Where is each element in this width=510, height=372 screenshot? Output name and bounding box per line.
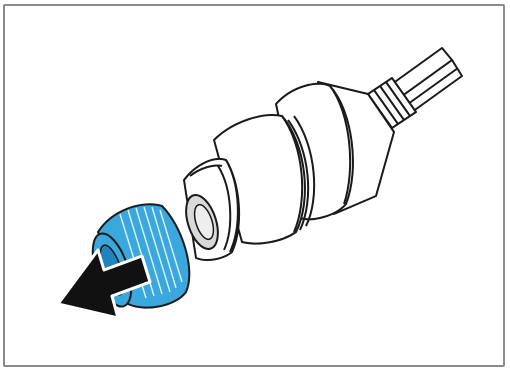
nozzle-illustration <box>0 0 510 372</box>
